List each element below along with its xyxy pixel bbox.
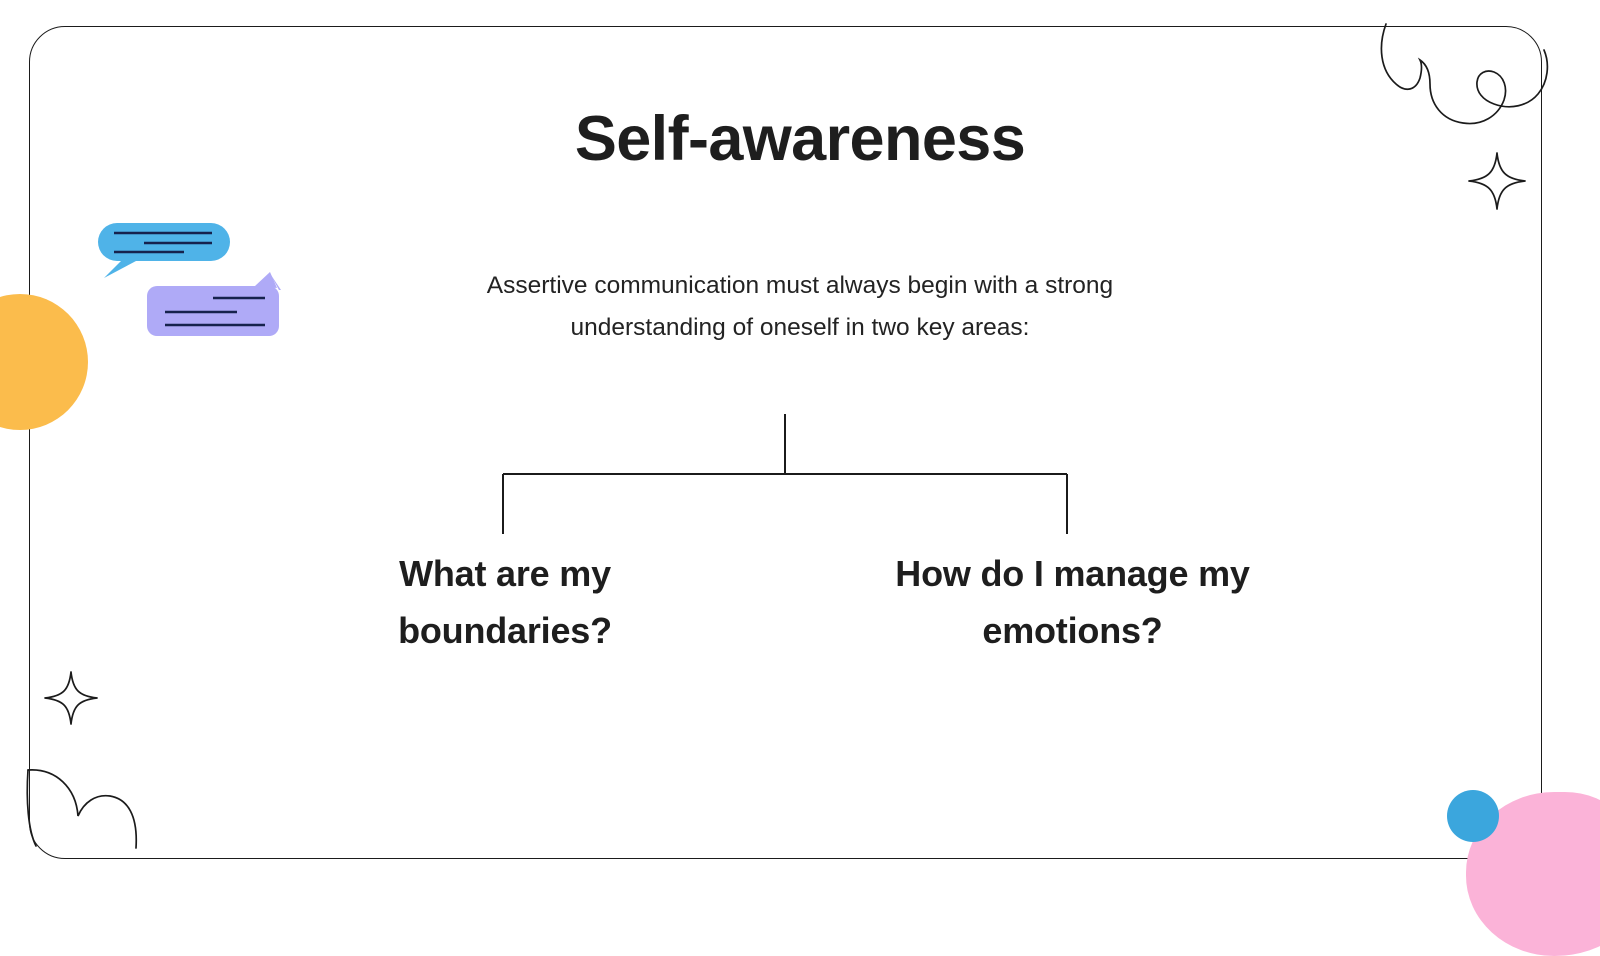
slide-card-border — [29, 26, 1542, 859]
page-title: Self-awareness — [574, 104, 1026, 174]
slide-canvas: Self-awareness Assertive communication m… — [0, 23, 1600, 956]
blue-circle-decoration — [1447, 790, 1499, 842]
branch-label-emotions: How do I manage my emotions? — [895, 553, 1250, 651]
branch-label-boundaries: What are my boundaries? — [398, 553, 612, 651]
slide-subtitle: Assertive communication must always begi… — [486, 272, 1114, 342]
